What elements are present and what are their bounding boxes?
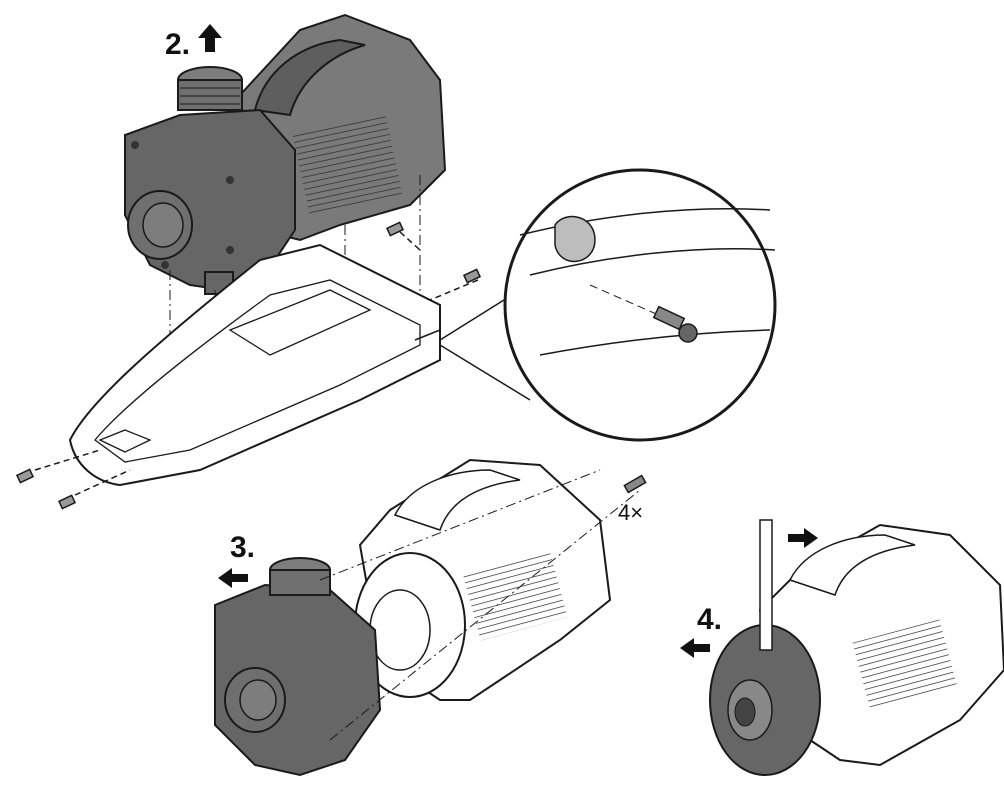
step-3-assembly: [214, 458, 647, 777]
arrow-right-icon-step-4: [788, 528, 818, 548]
step-label-3: 3.: [230, 531, 256, 564]
pump-base: [68, 243, 441, 487]
arrow-left-icon-step-4: [680, 638, 710, 658]
arrow-left-icon-step-3: [218, 568, 248, 588]
step-label-2: 2.: [165, 28, 191, 61]
step-2-pump: [124, 13, 447, 295]
detail-magnifier: [439, 168, 777, 442]
screw-quantity-label: 4×: [618, 500, 644, 525]
screw-detail-icon: [652, 305, 698, 343]
step-label-4: 4.: [697, 603, 723, 636]
step-4-assembly: [709, 519, 1004, 776]
screws-step-2: [15, 221, 482, 510]
arrow-up-icon: [198, 24, 222, 52]
